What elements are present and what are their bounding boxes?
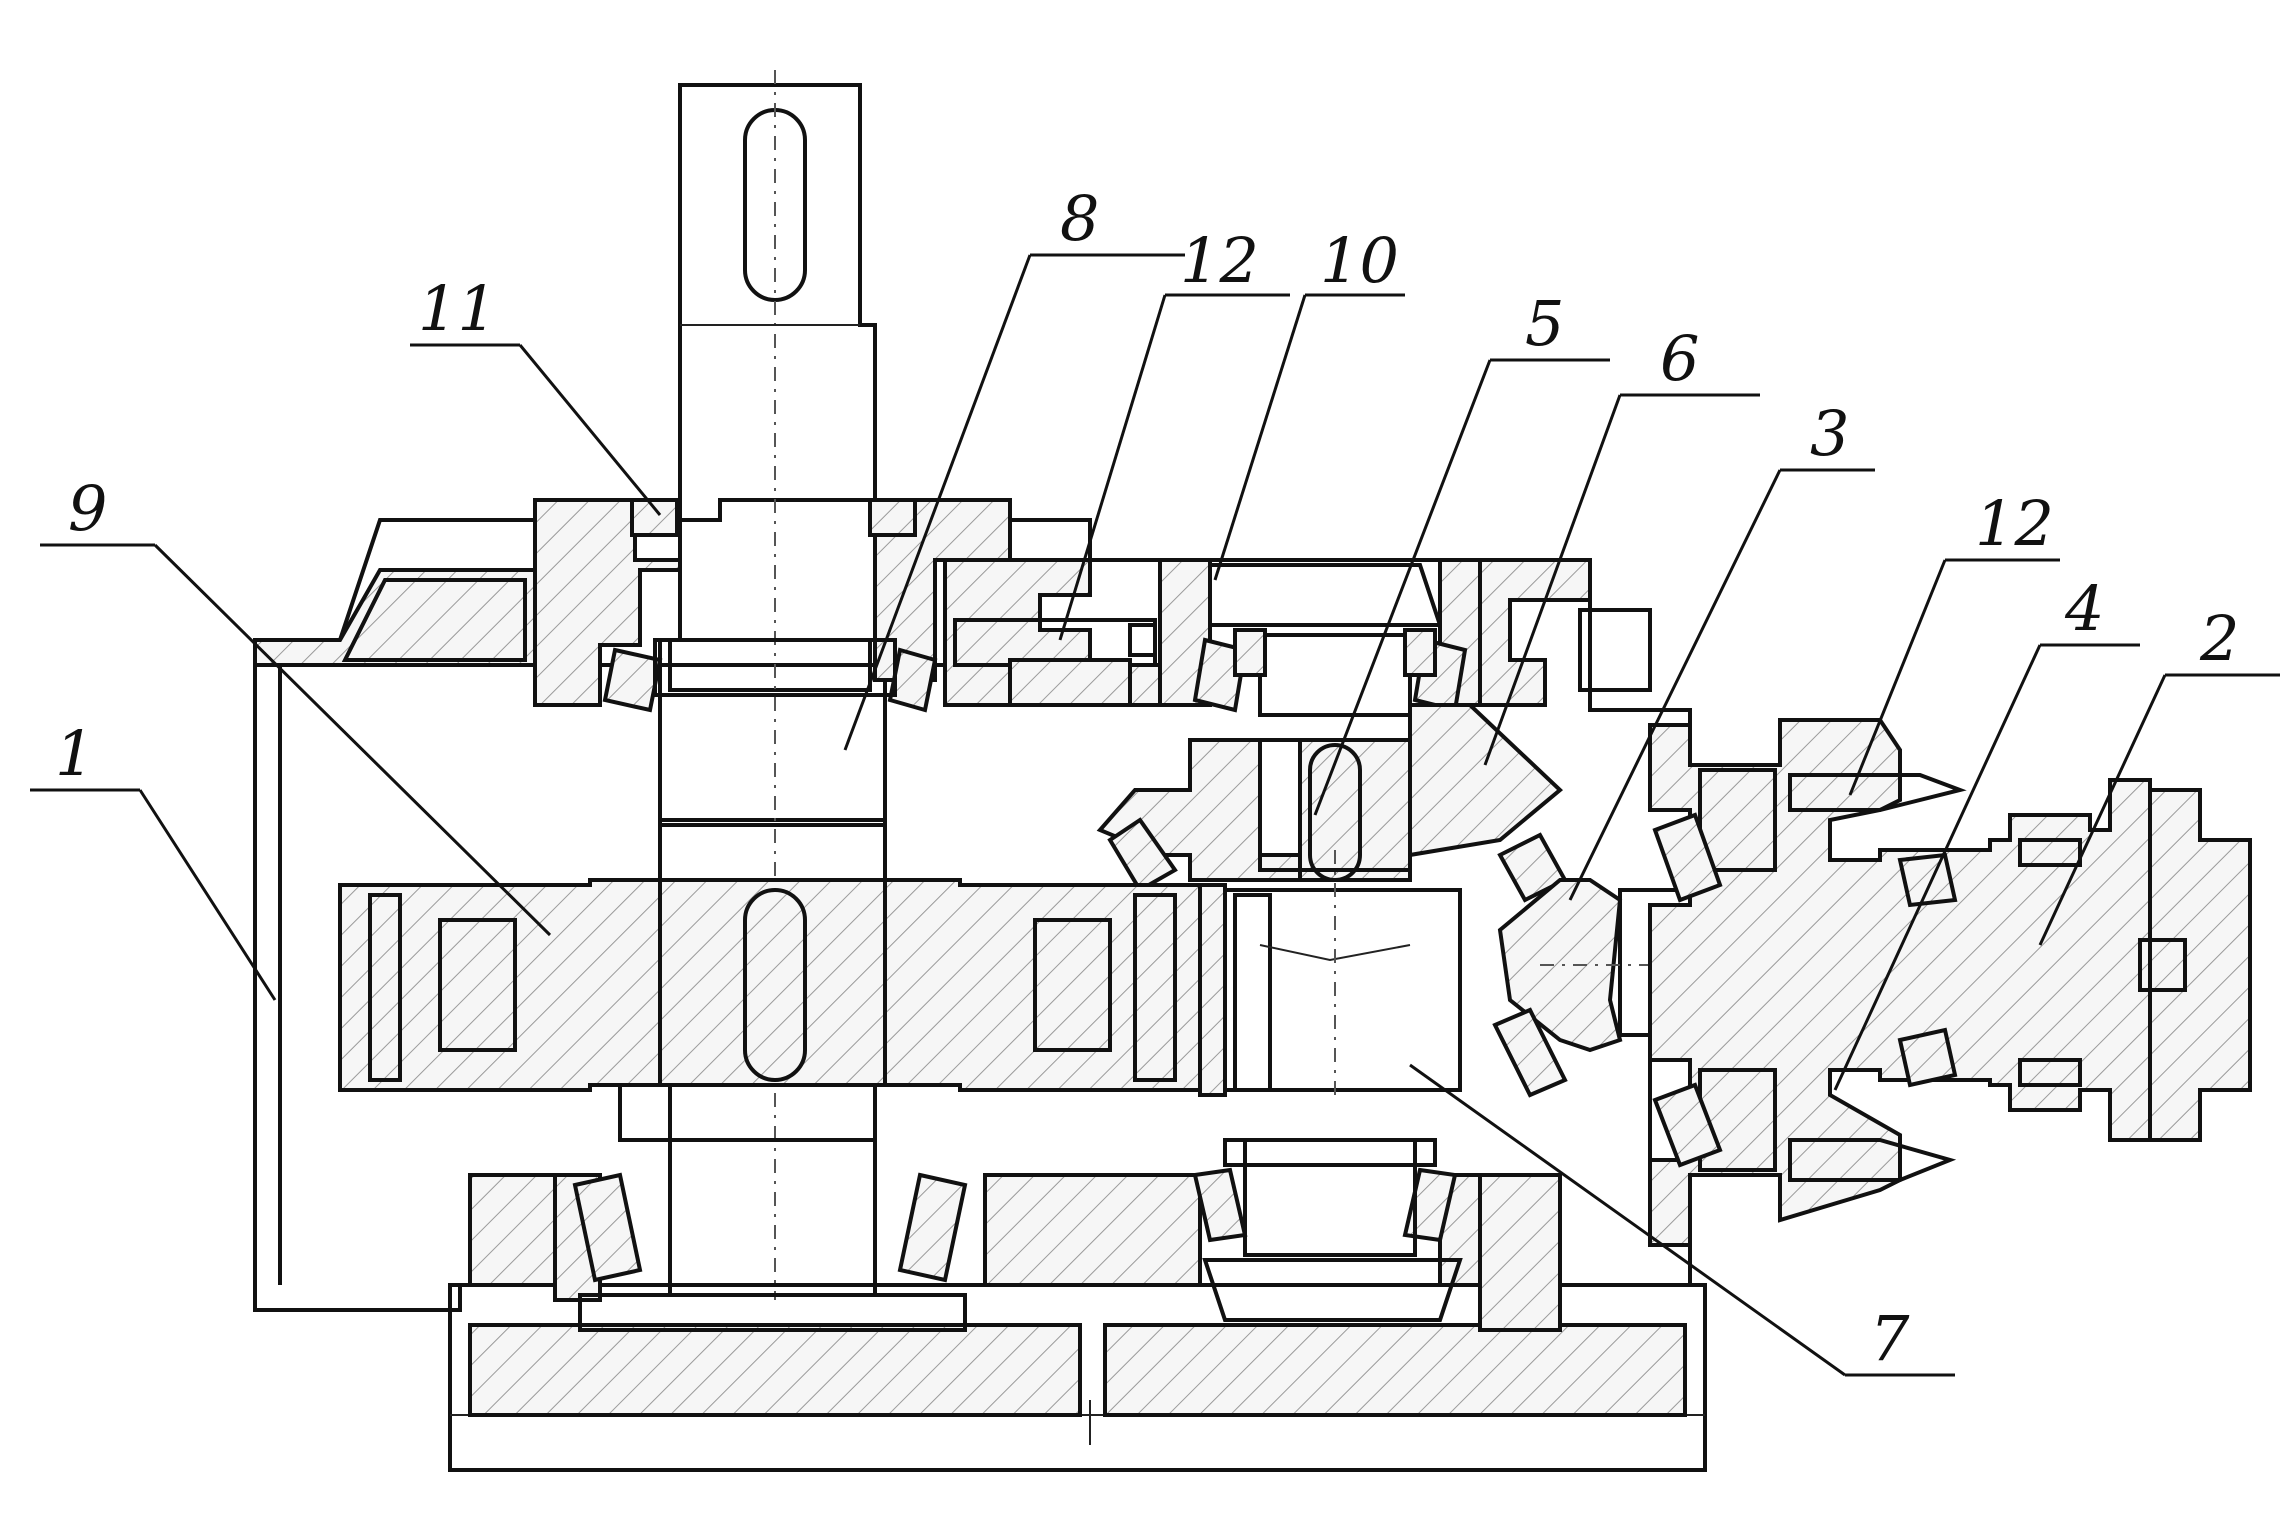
label-4: 4 — [2064, 572, 2104, 645]
tapered-bearing — [897, 1172, 968, 1283]
tapered-bearing — [1652, 812, 1723, 903]
label-10: 10 — [1320, 224, 1399, 297]
large-gear-9 — [338, 878, 1202, 1092]
label-8: 8 — [1060, 182, 1099, 255]
label-2: 2 — [2199, 602, 2239, 675]
seal-11 — [630, 498, 679, 537]
label-5: 5 — [1525, 287, 1564, 360]
pinion-shaft-7 — [1198, 850, 1462, 1100]
tapered-bearing — [1652, 1082, 1723, 1168]
tapered-bearing — [1492, 1007, 1568, 1098]
tapered-bearing — [1192, 637, 1248, 713]
label-7: 7 — [1870, 1302, 1910, 1375]
housing-top-left-wall — [253, 568, 537, 667]
label-1: 1 — [55, 717, 94, 790]
tapered-bearing — [1107, 817, 1178, 893]
label-3: 3 — [1810, 397, 1849, 470]
housing — [253, 498, 1692, 1312]
top-left-bearing-housing — [533, 498, 1012, 713]
tapered-bearing — [1402, 1167, 1458, 1243]
base-left-block — [468, 1323, 1082, 1417]
label-12-top: 12 — [1180, 224, 1259, 297]
tapered-bearing — [572, 1172, 643, 1283]
top-right-housing — [1478, 558, 1652, 707]
base-plate — [448, 1283, 1707, 1472]
label-6: 6 — [1660, 322, 1699, 395]
bevel-gear-6 — [1096, 703, 1568, 903]
tapered-bearing — [1897, 852, 1958, 908]
bottom-housing — [468, 1138, 1562, 1332]
tapered-bearing — [1192, 1167, 1248, 1243]
leader-lines — [30, 253, 2280, 1377]
top-middle-housing — [943, 558, 1482, 717]
label-12-right: 12 — [1975, 487, 2054, 560]
label-11: 11 — [418, 272, 497, 345]
label-9: 9 — [68, 472, 107, 545]
input-housing-4 — [1648, 718, 2252, 1247]
output-shaft — [618, 70, 887, 1300]
part-labels: 8 12 10 11 9 5 6 3 1 12 4 2 7 — [55, 182, 2239, 1375]
tapered-bearing — [602, 647, 663, 713]
tapered-bearing — [1897, 1027, 1958, 1088]
input-flange — [2148, 788, 2252, 1142]
base-right-block — [1103, 1323, 1687, 1417]
